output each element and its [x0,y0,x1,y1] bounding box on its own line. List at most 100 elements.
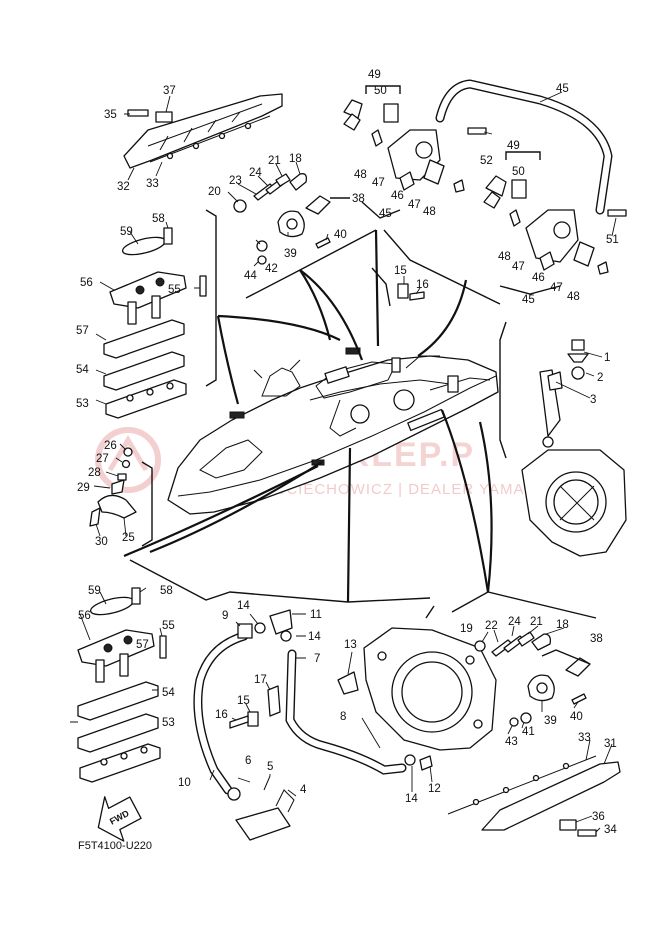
bracket-lower-right-group [451,591,597,619]
bolt-47b [539,251,555,271]
arrow-cleat-seat [217,314,341,341]
leader-19-20 [227,191,489,643]
callout-55b: 55 [162,620,175,632]
holder-15 [397,283,409,299]
plate-hole [126,394,134,402]
callout-23: 23 [229,175,242,187]
fwd-arrow-icon [97,796,142,842]
leader-lines [70,91,617,833]
bracket-49b-lower [483,191,501,209]
leader-21 [275,163,539,635]
handrail-assembly [343,79,627,295]
callout-40b: 40 [570,711,583,723]
bolt-48b [453,179,465,193]
rail-ribs [147,103,263,151]
rail-bolt [532,774,540,782]
grommet-hole [286,218,298,230]
bolt-51 [607,209,627,217]
leader-9-10 [209,621,241,781]
fitting-stern [447,375,459,393]
callout-19: 19 [460,623,473,635]
clip-21b [517,631,535,647]
bolt-55b [159,635,167,659]
pump-fitting [542,436,554,448]
jet-pump-housing [499,321,627,557]
callout-42: 42 [265,263,278,275]
watermark-dealer: WOJCIECHOWICZ | DEALER YAMAHA [250,481,547,498]
nut-44 [257,255,267,265]
pump-group-bracket [499,321,507,459]
callout-56a: 56 [80,277,93,289]
screw-58b [131,587,141,605]
bracket-handrail-group [383,229,501,305]
leader-31 [603,743,613,765]
leader-37 [165,95,171,113]
handrail-45-inner [436,80,612,214]
mount-cap-a [423,159,445,185]
callout-53a: 53 [76,398,89,410]
callout-43: 43 [505,736,518,748]
bracket-upper-group [245,229,377,299]
callout-34: 34 [604,824,617,836]
box-4-bracket [275,789,295,813]
callout-54a: 54 [76,364,89,376]
rail-bolt [218,132,226,140]
cleat-stack-upper-bracket [205,209,217,387]
cleat-hole [123,635,133,645]
leader-35-36 [124,113,593,823]
watermark-logo-mark [107,435,149,472]
leader-45 [539,91,563,103]
part-1-base [567,353,589,363]
callout-5: 5 [267,761,273,773]
nut-19 [474,640,486,652]
callout-21b: 21 [530,616,543,628]
callout-56b: 56 [78,610,91,622]
rail-lower [447,755,621,837]
rail-bolt [472,798,480,806]
clamp-14a [254,622,266,634]
callout-45b: 45 [379,208,392,220]
cleat-hole [103,643,113,653]
leader-25 [123,517,127,537]
callout-2: 2 [597,372,603,384]
callout-1: 1 [604,352,610,364]
watermark-logo-icon [95,427,161,493]
callout-58a: 58 [152,213,165,225]
callout-45a: 45 [556,83,569,95]
bracket-hose-group-end [425,605,435,619]
collar-36 [559,819,577,831]
leader-17 [265,681,271,691]
leader-39b-43 [507,700,579,735]
rail-bolt [502,786,510,794]
bracket-38 [305,195,331,215]
callout-6: 6 [245,755,251,767]
diagram-code: F5T4100-U220 [78,840,152,852]
bracket-49b [485,175,507,197]
callout-46b: 46 [532,272,545,284]
callout-59a: 59 [120,226,133,238]
bolt-29 [111,479,125,495]
bracket-lower-groups [129,559,431,603]
callout-46a: 46 [391,190,404,202]
callout-9: 9 [222,610,228,622]
clip-16b [229,715,249,729]
plate-50b [511,179,527,199]
rail-cover-31 [481,761,621,831]
callout-4: 4 [300,784,307,796]
rail-bolt-strip-33b [447,755,597,815]
hull-assembly [167,347,499,515]
handlebars [253,359,301,379]
handlebar-pod [261,367,301,397]
rail-bolt [166,152,174,160]
callout-17: 17 [254,674,267,686]
tow-rail-group [123,93,283,169]
callout-15a: 15 [394,265,407,277]
callout-48c: 48 [498,251,511,263]
callout-18b: 18 [556,619,569,631]
bow-deck-panel [199,439,263,479]
cleat-stack-lower [77,587,167,783]
callout-57a: 57 [76,325,89,337]
cleat-56a [109,271,187,309]
callout-12: 12 [428,783,441,795]
hose-8-inner [286,650,406,774]
